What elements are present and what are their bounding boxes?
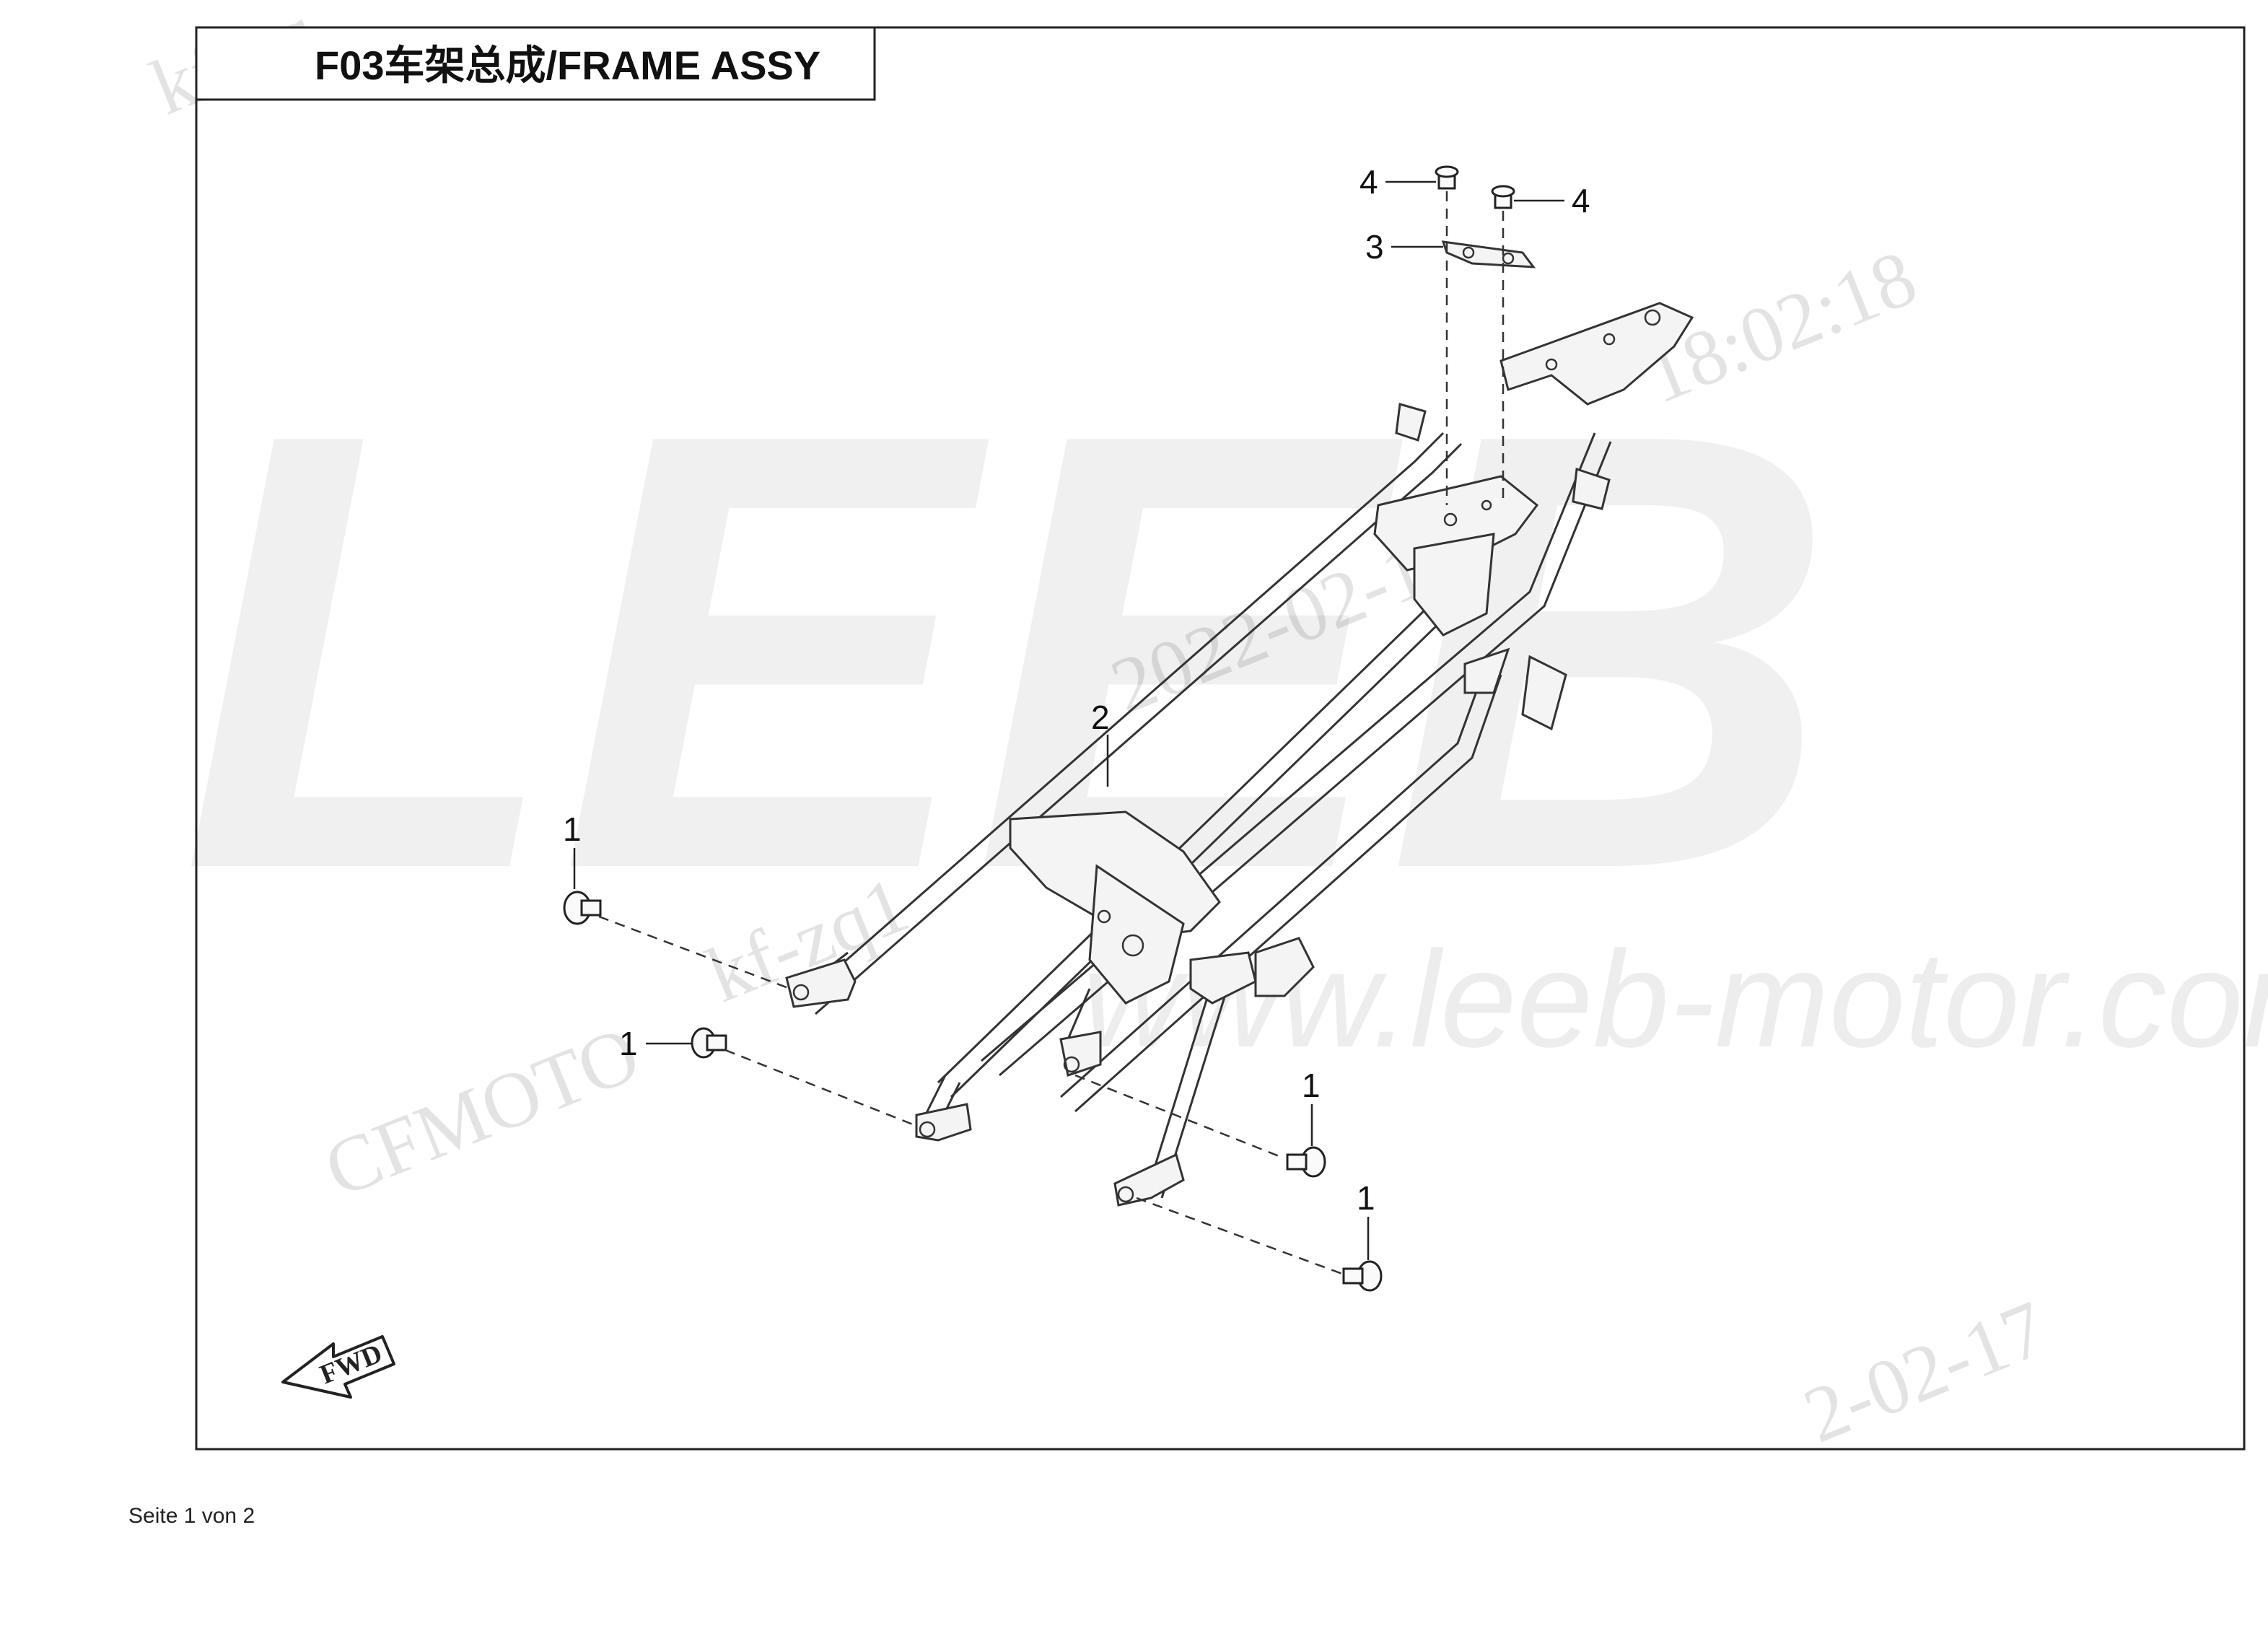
- callout-number: 2: [1091, 699, 1110, 736]
- callout-number: 1: [563, 810, 582, 848]
- callout-number: 1: [1357, 1179, 1375, 1217]
- diagram-border: [195, 26, 2246, 1451]
- callout-number: 1: [619, 1025, 638, 1062]
- title-box: [195, 26, 876, 101]
- callout-number: 3: [1365, 228, 1384, 266]
- bracket-part-3: [1441, 240, 1536, 268]
- callout-1-d: 1: [1357, 1179, 1375, 1260]
- diagram-title: F03车架总成/FRAME ASSY: [315, 43, 820, 88]
- callout-1-c: 1: [1302, 1067, 1321, 1146]
- watermark-brand: LEEB: [180, 305, 1836, 998]
- watermark-date-b: 2-02-17: [1792, 1284, 2058, 1460]
- callout-number: 4: [1360, 163, 1378, 201]
- callout-number: 4: [1572, 182, 1590, 219]
- callout-1-b: 1: [619, 1025, 691, 1062]
- rear-frame-drawing: [785, 302, 1694, 1207]
- watermark-cfmoto: CFMOTO: [312, 1009, 651, 1214]
- bolt-part-1-b: [691, 1027, 727, 1059]
- bolt-part-4-left: [1435, 165, 1459, 190]
- callout-number: 1: [1302, 1067, 1321, 1104]
- guide-line: [1136, 1197, 1343, 1275]
- bolt-part-4-right: [1491, 185, 1515, 209]
- bolt-part-1-c: [1286, 1146, 1326, 1178]
- guide-line: [724, 1049, 917, 1127]
- fwd-arrow-icon: FWD: [281, 1335, 395, 1399]
- page-indicator: Seite 1 von 2: [128, 1504, 255, 1528]
- bolt-part-1-d: [1342, 1260, 1383, 1292]
- callout-3: 3: [1365, 228, 1443, 266]
- bolt-part-1-a: [563, 891, 602, 925]
- guide-line: [1074, 1074, 1285, 1160]
- watermark-layer: LEEB www.leeb-motor.com CFMOTO kf-zq1 kf…: [139, 0, 2268, 1459]
- callout-2: 2: [1091, 699, 1110, 787]
- callout-4-right: 4: [1514, 182, 1590, 219]
- callout-1-a: 1: [563, 810, 582, 889]
- callout-4-left: 4: [1360, 163, 1436, 201]
